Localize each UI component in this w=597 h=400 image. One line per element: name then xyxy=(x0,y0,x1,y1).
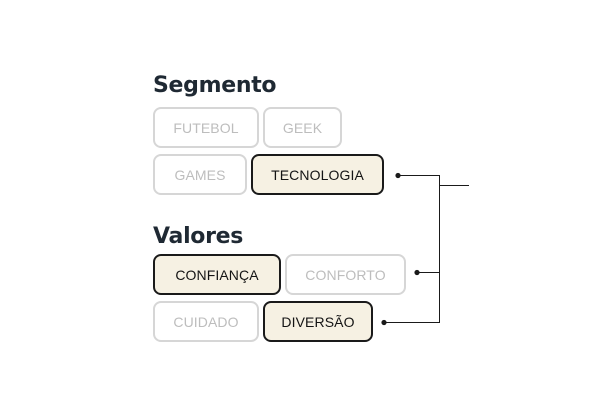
chip-games[interactable]: GAMES xyxy=(153,154,247,195)
valores-title: Valores xyxy=(153,224,244,249)
chip-cuidado[interactable]: CUIDADO xyxy=(153,301,259,342)
chip-confianca[interactable]: CONFIANÇA xyxy=(153,254,281,295)
connector-dot-diversao xyxy=(381,319,387,326)
connector-dot-confianca xyxy=(414,269,420,276)
connector-dot-tecnologia xyxy=(395,172,401,179)
chip-conforto[interactable]: CONFORTO xyxy=(285,254,406,295)
chip-diversao[interactable]: DIVERSÃO xyxy=(263,301,373,342)
chip-tecnologia[interactable]: TECNOLOGIA xyxy=(251,154,384,195)
chip-futebol[interactable]: FUTEBOL xyxy=(153,107,259,148)
segmento-title: Segmento xyxy=(153,73,277,98)
chip-geek[interactable]: GEEK xyxy=(263,107,342,148)
connector-bracket xyxy=(384,175,440,323)
